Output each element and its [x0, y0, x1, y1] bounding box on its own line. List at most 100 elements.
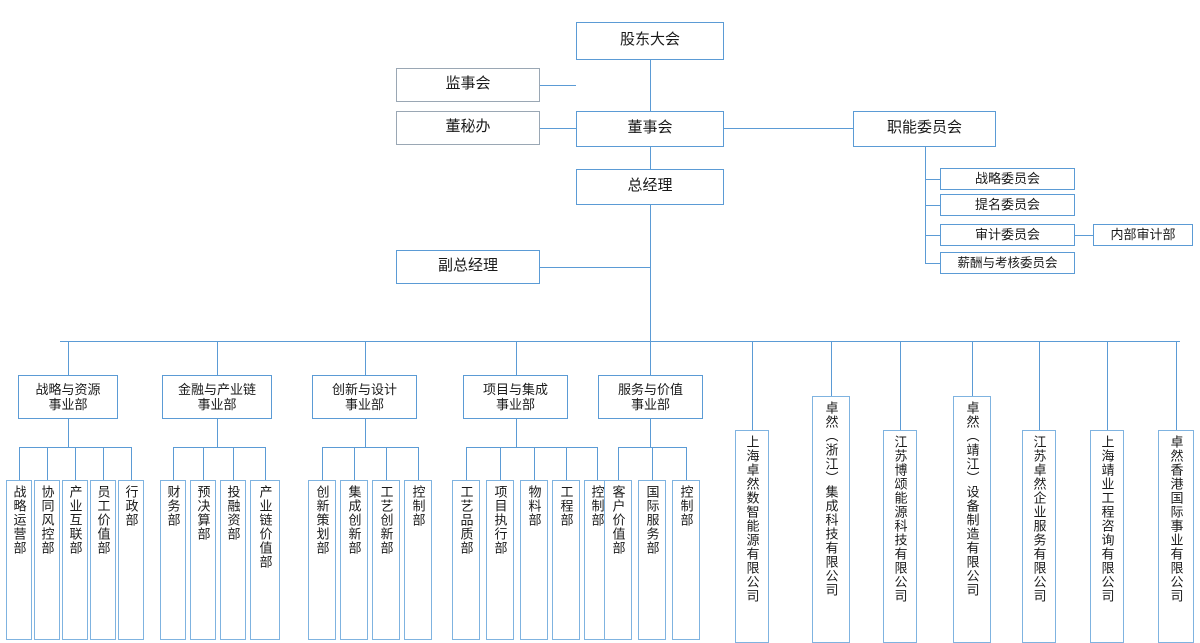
subsidiary-box-5-label: 上海靖业工程咨询有限公司	[1099, 435, 1115, 603]
line-secretary-to-board	[540, 128, 576, 129]
department-box-0-0-label: 战略运营部	[11, 485, 27, 555]
department-box-3-2[interactable]: 物料部	[520, 480, 548, 640]
subsidiary-box-2-label: 江苏博颂能源科技有限公司	[892, 435, 908, 603]
line-subbus-to-dept-0-1	[47, 447, 48, 480]
department-box-0-0[interactable]: 战略运营部	[6, 480, 32, 640]
line-bus-to-subsidiary-4	[1039, 341, 1040, 430]
subsidiary-box-6[interactable]: 卓然香港国际事业有限公司	[1158, 430, 1194, 643]
shareholders-meeting-box-label: 股东大会	[619, 32, 680, 49]
line-deputy-to-spine	[540, 267, 650, 268]
subsidiary-box-1-label: 卓然（浙江）集成科技有限公司	[823, 401, 839, 597]
subsidiary-box-1[interactable]: 卓然（浙江）集成科技有限公司	[812, 396, 850, 643]
division-box-0-label: 战略与资源 事业部	[35, 381, 101, 412]
line-bus-to-subsidiary-6	[1176, 341, 1177, 430]
line-bus-to-division-1	[217, 341, 218, 375]
subbus-3	[466, 447, 597, 448]
department-box-2-0[interactable]: 创新策划部	[308, 480, 336, 640]
line-bus-to-division-0	[68, 341, 69, 375]
line-subbus-to-dept-2-2	[386, 447, 387, 480]
general-manager-box[interactable]: 总经理	[576, 169, 724, 205]
division-box-3[interactable]: 项目与集成 事业部	[463, 375, 568, 419]
line-subbus-to-dept-1-3	[265, 447, 266, 480]
subbus-1	[173, 447, 265, 448]
department-box-3-0[interactable]: 工艺品质部	[452, 480, 480, 640]
department-box-1-1[interactable]: 预决算部	[190, 480, 216, 640]
division-box-0[interactable]: 战略与资源 事业部	[18, 375, 118, 419]
department-box-3-3[interactable]: 工程部	[552, 480, 580, 640]
department-box-1-0[interactable]: 财务部	[160, 480, 186, 640]
line-subbus-to-dept-1-2	[233, 447, 234, 480]
division-box-1[interactable]: 金融与产业链 事业部	[162, 375, 272, 419]
line-committee-0	[925, 179, 940, 180]
committee-box-0-label: 战略委员会	[974, 171, 1040, 187]
line-subbus-to-dept-0-4	[131, 447, 132, 480]
line-subbus-to-dept-3-3	[566, 447, 567, 480]
department-box-4-1-label: 国际服务部	[644, 485, 660, 555]
line-division-to-subbus-2	[365, 419, 366, 447]
line-subbus-to-dept-3-0	[466, 447, 467, 480]
line-subbus-to-dept-0-2	[75, 447, 76, 480]
line-subbus-to-dept-3-1	[500, 447, 501, 480]
department-box-2-2[interactable]: 工艺创新部	[372, 480, 400, 640]
department-box-4-2[interactable]: 控制部	[672, 480, 700, 640]
committee-box-2[interactable]: 审计委员会	[940, 224, 1075, 246]
committee-box-1[interactable]: 提名委员会	[940, 194, 1075, 216]
committee-box-1-label: 提名委员会	[974, 197, 1040, 213]
division-box-1-label: 金融与产业链 事业部	[177, 381, 256, 412]
supervisory-board-box[interactable]: 监事会	[396, 68, 540, 102]
department-box-1-0-label: 财务部	[165, 485, 181, 527]
shareholders-meeting-box[interactable]: 股东大会	[576, 22, 724, 60]
department-box-4-1[interactable]: 国际服务部	[638, 480, 666, 640]
functional-committee-box-label: 职能委员会	[886, 120, 962, 137]
internal-audit-box-label: 内部审计部	[1110, 227, 1176, 243]
line-subbus-to-dept-2-1	[354, 447, 355, 480]
subbus-2	[322, 447, 418, 448]
line-subbus-to-dept-0-3	[103, 447, 104, 480]
line-subbus-to-dept-4-1	[652, 447, 653, 480]
department-box-3-1[interactable]: 项目执行部	[486, 480, 514, 640]
subsidiary-box-3-label: 卓然（靖江）设备制造有限公司	[964, 401, 980, 597]
department-box-4-2-label: 控制部	[678, 485, 694, 527]
main-bus	[60, 341, 1180, 342]
committee-box-0[interactable]: 战略委员会	[940, 168, 1075, 190]
subsidiary-box-4[interactable]: 江苏卓然企业服务有限公司	[1022, 430, 1056, 643]
deputy-general-manager-box[interactable]: 副总经理	[396, 250, 540, 284]
department-box-0-4[interactable]: 行政部	[118, 480, 144, 640]
department-box-0-2[interactable]: 产业互联部	[62, 480, 88, 640]
line-committee-3	[925, 263, 940, 264]
department-box-4-0[interactable]: 客户价值部	[604, 480, 632, 640]
subsidiary-box-5[interactable]: 上海靖业工程咨询有限公司	[1090, 430, 1124, 643]
line-subbus-to-dept-4-2	[686, 447, 687, 480]
line-bus-to-subsidiary-3	[972, 341, 973, 396]
board-of-directors-box[interactable]: 董事会	[576, 111, 724, 147]
line-committee-bus	[925, 147, 926, 263]
line-bus-to-subsidiary-1	[831, 341, 832, 396]
department-box-1-1-label: 预决算部	[195, 485, 211, 541]
department-box-4-0-label: 客户价值部	[610, 485, 626, 555]
division-box-4[interactable]: 服务与价值 事业部	[598, 375, 703, 419]
board-of-directors-box-label: 董事会	[627, 120, 673, 137]
department-box-0-1[interactable]: 协同风控部	[34, 480, 60, 640]
subsidiary-box-3[interactable]: 卓然（靖江）设备制造有限公司	[953, 396, 991, 643]
subsidiary-box-2[interactable]: 江苏博颂能源科技有限公司	[883, 430, 917, 643]
committee-box-3[interactable]: 薪酬与考核委员会	[940, 252, 1075, 274]
division-box-2[interactable]: 创新与设计 事业部	[312, 375, 417, 419]
department-box-3-2-label: 物料部	[526, 485, 542, 527]
department-box-2-3[interactable]: 控制部	[404, 480, 432, 640]
department-box-2-1[interactable]: 集成创新部	[340, 480, 368, 640]
line-supervisory-to-spine	[540, 85, 576, 86]
line-subbus-to-dept-3-4	[597, 447, 598, 480]
general-manager-box-label: 总经理	[627, 178, 673, 195]
internal-audit-box[interactable]: 内部审计部	[1093, 224, 1193, 246]
department-box-0-3[interactable]: 员工价值部	[90, 480, 116, 640]
line-bus-to-division-3	[516, 341, 517, 375]
functional-committee-box[interactable]: 职能委员会	[853, 111, 996, 147]
department-box-2-2-label: 工艺创新部	[378, 485, 394, 555]
department-box-1-3[interactable]: 产业链价值部	[250, 480, 280, 640]
line-committee-2	[925, 235, 940, 236]
board-secretary-office-box[interactable]: 董秘办	[396, 111, 540, 145]
line-subbus-to-dept-3-2	[534, 447, 535, 480]
department-box-1-2-label: 投融资部	[225, 485, 241, 541]
department-box-1-2[interactable]: 投融资部	[220, 480, 246, 640]
subsidiary-box-0[interactable]: 上海卓然数智能源有限公司	[735, 430, 769, 643]
